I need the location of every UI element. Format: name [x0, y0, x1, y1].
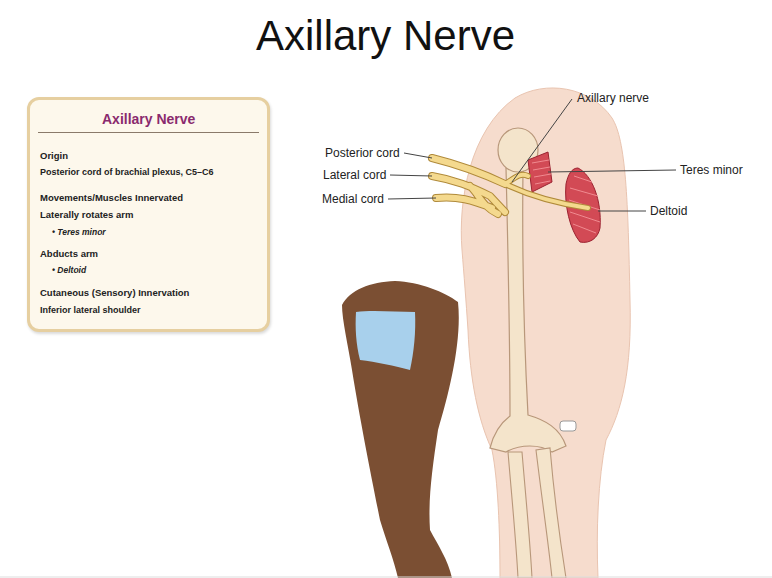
ulna-bone: [536, 448, 566, 578]
sensory-area: [356, 311, 416, 370]
part-label: Deltoid: [650, 204, 687, 218]
part-label: Axillary nerve: [577, 91, 649, 105]
tendon-stub: [560, 421, 576, 431]
part-label: Lateral cord: [323, 168, 386, 182]
body-text: Laterally rotates arm: [40, 209, 133, 220]
page-rule: [0, 577, 772, 578]
part-label: Medial cord: [322, 192, 384, 206]
body-text: Inferior lateral shoulder: [40, 305, 141, 315]
slide-title: Axillary Nerve: [256, 12, 515, 60]
body-text: Posterior cord of brachial plexus, C5–C6: [40, 167, 214, 177]
section-heading: Movements/Muscles Innervated: [40, 192, 183, 203]
body-text: Abducts arm: [40, 248, 98, 259]
bullet-item: • Teres minor: [52, 227, 106, 237]
brachial-cords: [432, 158, 588, 214]
body-silhouette: [461, 88, 630, 578]
info-box: Axillary NerveOriginPosterior cord of br…: [27, 97, 270, 332]
box-heading: Axillary Nerve: [102, 111, 195, 127]
leader-lines: [388, 99, 676, 211]
bullet-item: • Deltoid: [52, 265, 86, 275]
heading-rule: [38, 132, 259, 133]
radius-bone: [508, 452, 532, 578]
arm-figure: [342, 281, 459, 578]
section-heading: Cutaneous (Sensory) Innervation: [40, 287, 189, 298]
part-label: Posterior cord: [325, 146, 400, 160]
part-label: Teres minor: [680, 163, 743, 177]
section-heading: Origin: [40, 150, 68, 161]
